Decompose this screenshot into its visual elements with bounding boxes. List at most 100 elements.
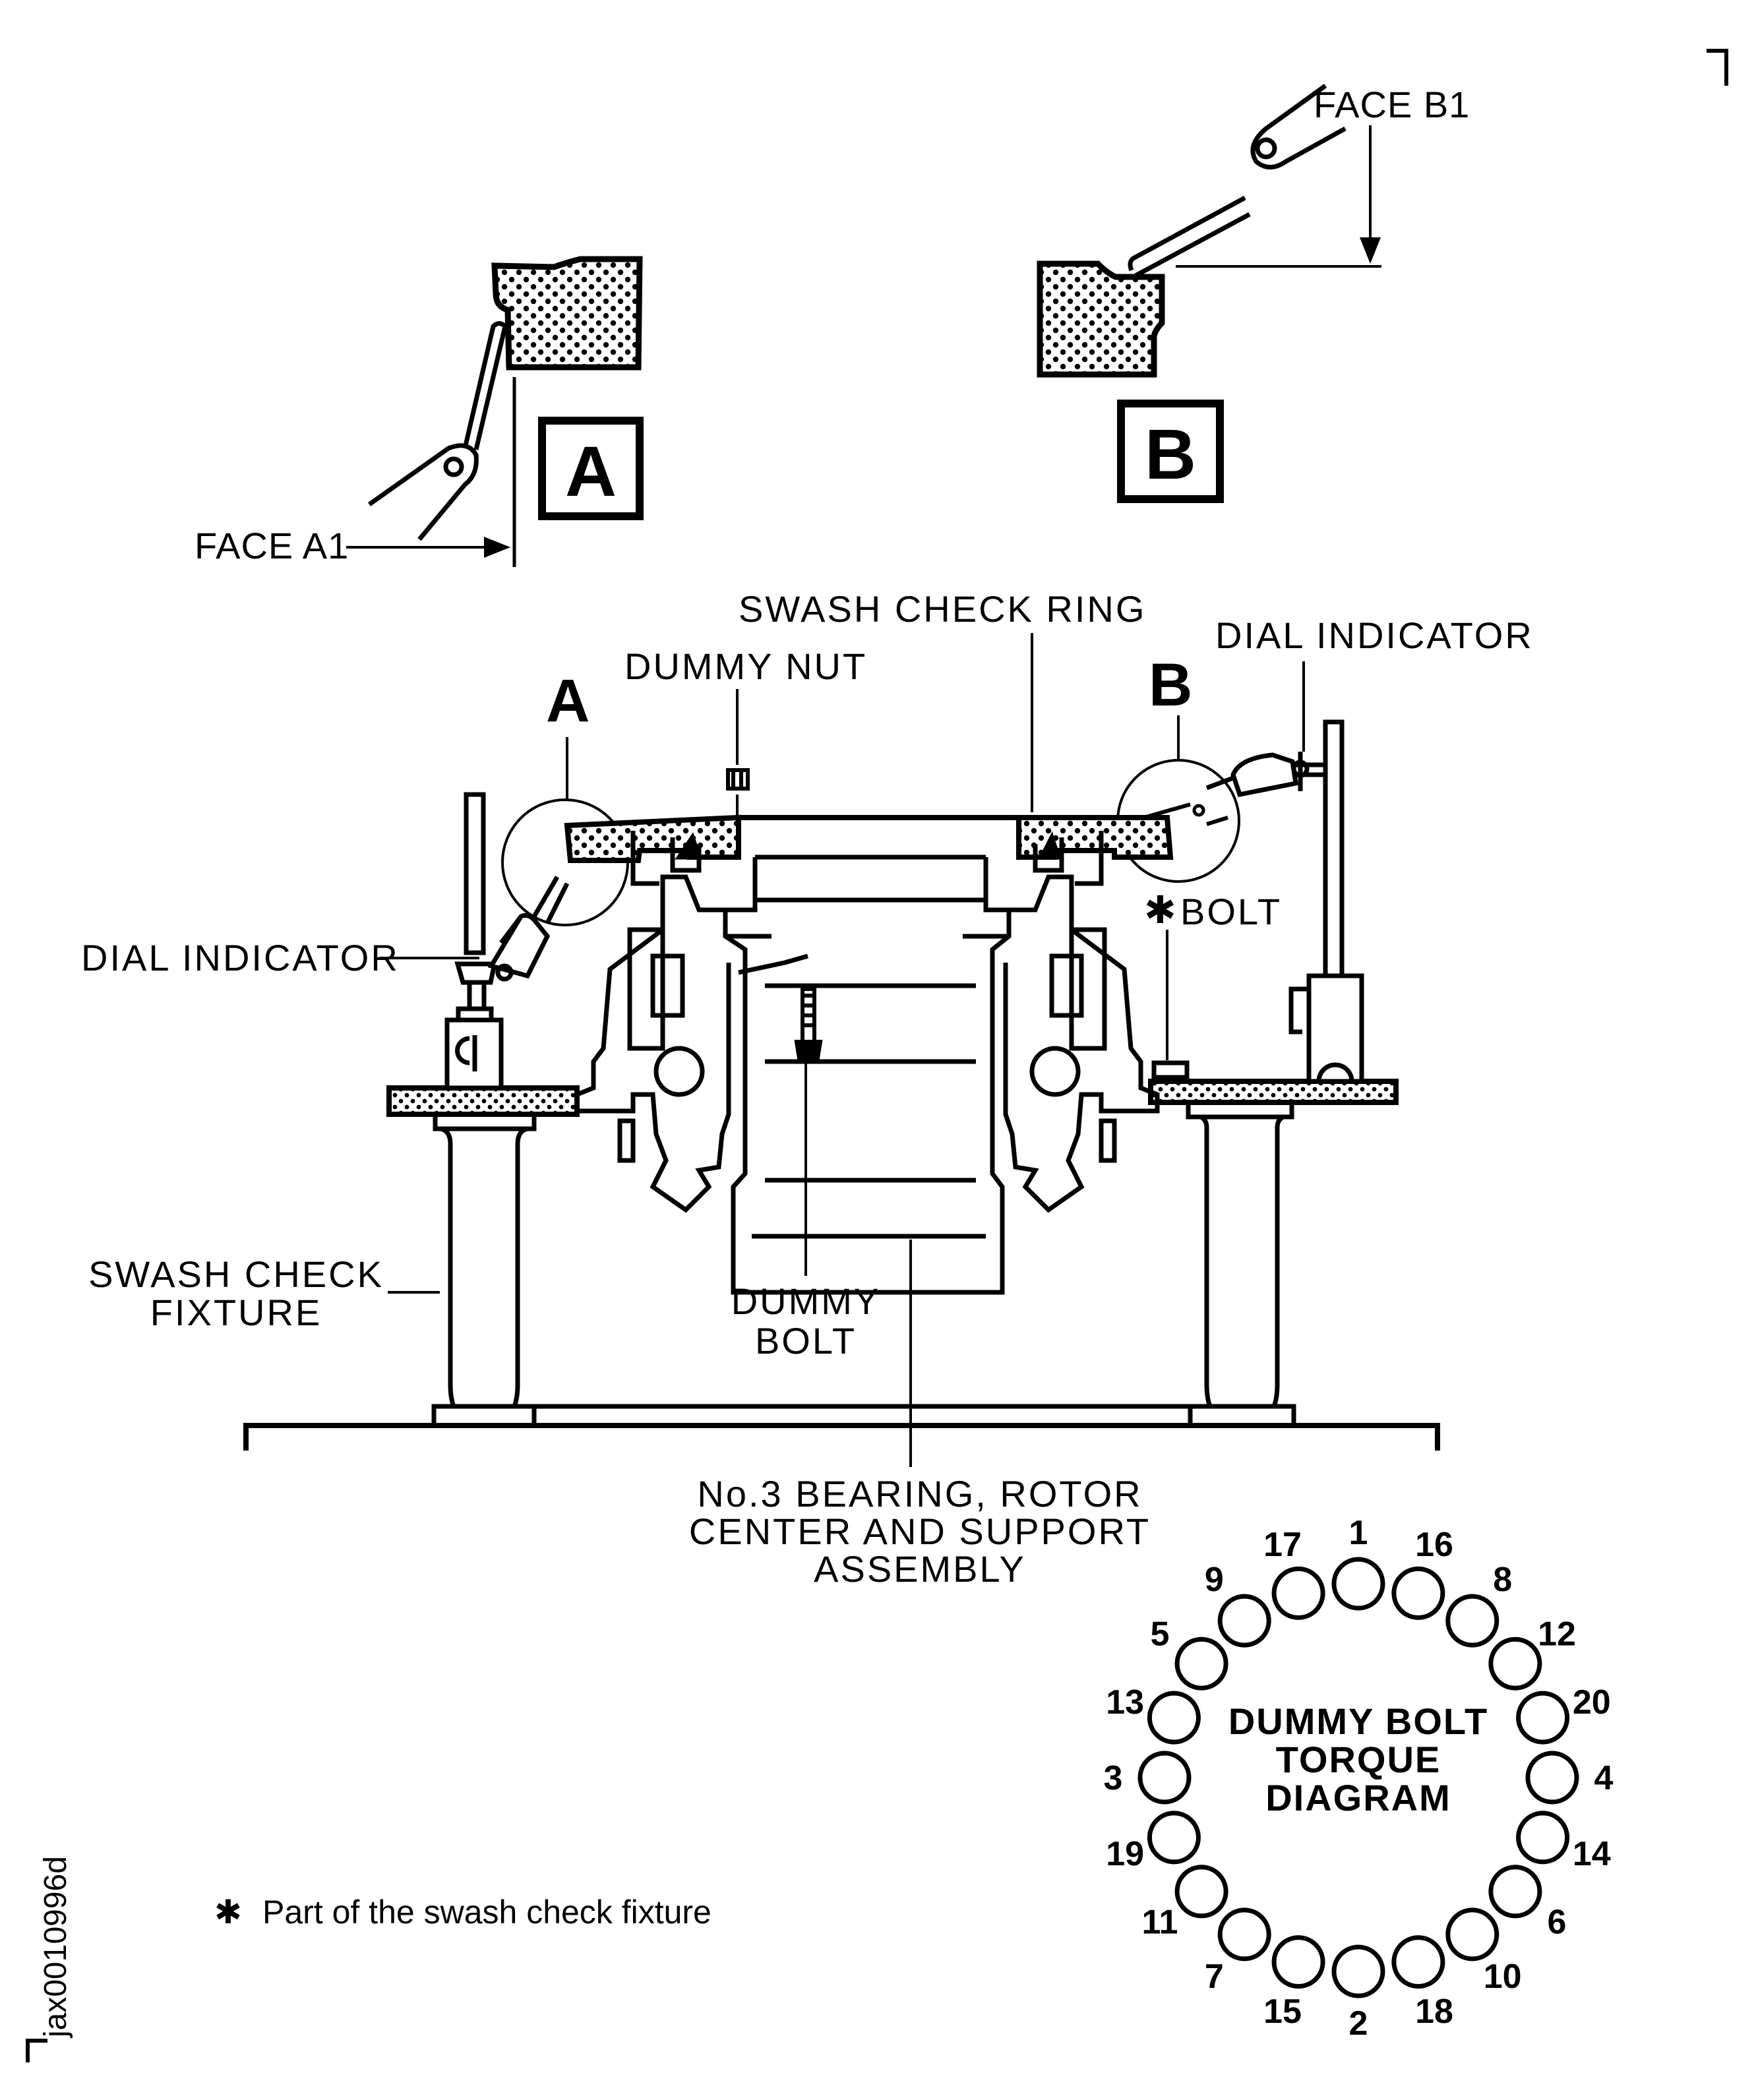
right-fixture-column — [1196, 1113, 1288, 1408]
bolt-sequence-label: 10 — [1484, 1958, 1522, 1996]
bolt-hole-9 — [1217, 1594, 1271, 1648]
bolt-sequence-label: 7 — [1205, 1958, 1224, 1996]
detail-a-box-label: A — [565, 431, 617, 511]
detail-view-a: A FACE A1 — [195, 256, 644, 567]
right-dial-indicator-stand — [1288, 719, 1364, 1084]
left-dial-indicator-stand — [444, 792, 504, 1091]
dummy-bolt-label-line2: BOLT — [755, 1320, 857, 1362]
bolt-hole-15 — [1271, 1935, 1325, 1989]
left-fixture-plate — [386, 1085, 580, 1117]
dial-indicator-left-label: DIAL INDICATOR — [81, 937, 400, 978]
right-fixture-plate — [1148, 1079, 1399, 1105]
bolt-sequence-label: 19 — [1106, 1835, 1144, 1873]
bolt-sequence-label: 18 — [1415, 1993, 1453, 2031]
detail-b-indicator-probe — [1128, 84, 1347, 278]
footnote: ✱ Part of the swash check fixture — [214, 1894, 711, 1931]
bolt-hole-1 — [1331, 1557, 1385, 1611]
detail-a-ring-section — [491, 256, 643, 371]
dummy-bolt-icon — [794, 987, 823, 1060]
dummy-bolt-label-line1: DUMMY — [731, 1280, 881, 1322]
fixture-bolt-icon — [1151, 1060, 1190, 1080]
bolt-hole-3 — [1137, 1751, 1192, 1805]
bearing-assembly-label-line1: No.3 BEARING, ROTOR — [697, 1473, 1142, 1515]
dummy-bolt-torque-diagram: DUMMY BOLT TORQUE DIAGRAM 1 16 8 12 20 4 146 10… — [1104, 1514, 1614, 2043]
torque-diagram-title-line2: TORQUE — [1276, 1739, 1441, 1780]
main-assembly: SWASH CHECK RING DUMMY NUT DIAL INDICATO… — [81, 588, 1534, 1590]
dummy-nut-icon — [726, 768, 750, 791]
detail-b-box-label: B — [1145, 414, 1196, 494]
left-fixture-column — [440, 1126, 528, 1408]
bolt-marker: ✱ — [1144, 889, 1178, 932]
bolt-hole-20 — [1516, 1691, 1570, 1745]
torque-diagram-title-line3: DIAGRAM — [1265, 1777, 1451, 1818]
right-bearing-housing — [1003, 831, 1160, 1213]
bolt-sequence-label: 3 — [1104, 1759, 1123, 1797]
bearing-assembly-label-line3: ASSEMBLY — [814, 1548, 1026, 1590]
bolt-hole-6 — [1488, 1865, 1542, 1919]
footnote-text: Part of the swash check fixture — [262, 1894, 711, 1931]
detail-view-b: FACE B1 B — [1037, 84, 1470, 503]
bolt-hole-2 — [1331, 1944, 1385, 1998]
swash-check-ring-label: SWASH CHECK RING — [739, 588, 1146, 630]
detail-b-ring-section — [1037, 260, 1165, 378]
torque-diagram-title-line1: DUMMY BOLT — [1228, 1700, 1488, 1742]
bolt-sequence-label: 16 — [1415, 1526, 1453, 1564]
detail-a-indicator-probe — [367, 321, 508, 541]
bolt-hole-5 — [1174, 1636, 1228, 1691]
detail-b-box — [1117, 400, 1224, 503]
bolt-sequence-label: 8 — [1493, 1561, 1512, 1599]
detail-a-marker: A — [546, 667, 590, 735]
figure-code: jax0010996d — [38, 1856, 73, 2039]
bolt-sequence-label: 9 — [1205, 1561, 1224, 1599]
detail-a-box — [538, 417, 644, 520]
bolt-hole-11 — [1174, 1865, 1228, 1919]
bolt-sequence-label: 17 — [1263, 1526, 1302, 1564]
bolt-sequence-label: 13 — [1106, 1683, 1144, 1722]
bolt-hole-12 — [1488, 1636, 1542, 1691]
right-probe-pivot — [1192, 804, 1205, 817]
left-column-foot — [431, 1404, 537, 1425]
left-bearing-housing — [574, 831, 731, 1213]
face-a1-label: FACE A1 — [195, 525, 349, 566]
swash-check-ring-right — [1016, 815, 1174, 860]
face-b1-label: FACE B1 — [1314, 84, 1470, 125]
bolt-sequence-label: 2 — [1349, 2004, 1368, 2043]
bolt-sequence-label: 12 — [1538, 1615, 1576, 1653]
bolt-sequence-label: 6 — [1548, 1904, 1567, 1942]
bolt-sequence-label: 1 — [1349, 1514, 1368, 1552]
swash-check-fixture-label-line2: FIXTURE — [150, 1292, 322, 1333]
bolt-sequence-label: 11 — [1142, 1904, 1178, 1942]
bolt-hole-10 — [1445, 1907, 1499, 1962]
bolt-hole-18 — [1391, 1935, 1445, 1989]
bolt-sequence-label: 15 — [1263, 1993, 1302, 2031]
bolt-label: BOLT — [1180, 891, 1282, 932]
swash-check-fixture-label-line1: SWASH CHECK — [88, 1253, 384, 1295]
rotor-center-drum — [723, 855, 1012, 1295]
fixture-base — [243, 1423, 1440, 1451]
bolt-sequence-label: 4 — [1594, 1759, 1614, 1797]
bolt-hole-4 — [1525, 1751, 1579, 1805]
bolt-hole-16 — [1391, 1566, 1445, 1620]
bolt-hole-19 — [1147, 1811, 1201, 1865]
bolt-sequence-label: 5 — [1151, 1615, 1170, 1653]
detail-b-marker: B — [1149, 651, 1192, 719]
dummy-nut-label: DUMMY NUT — [624, 645, 867, 687]
crop-mark-bottom-left — [26, 2039, 47, 2062]
bolt-hole-17 — [1271, 1566, 1325, 1620]
crop-mark-top-right — [1707, 49, 1728, 86]
bolt-hole-8 — [1445, 1594, 1499, 1648]
swash-check-ring-left — [564, 814, 741, 863]
left-dial-indicator — [487, 876, 570, 982]
bolt-hole-13 — [1147, 1691, 1201, 1745]
bolt-hole-14 — [1516, 1811, 1570, 1865]
right-column-foot — [1188, 1404, 1296, 1425]
bolt-hole-7 — [1217, 1907, 1271, 1962]
bolt-sequence-label: 14 — [1573, 1835, 1611, 1873]
footnote-marker: ✱ — [214, 1894, 242, 1931]
dial-indicator-right-label: DIAL INDICATOR — [1215, 615, 1534, 656]
right-dial-indicator — [1205, 752, 1310, 798]
bearing-assembly-label-line2: CENTER AND SUPPORT — [689, 1511, 1151, 1552]
bolt-sequence-label: 20 — [1573, 1683, 1611, 1722]
